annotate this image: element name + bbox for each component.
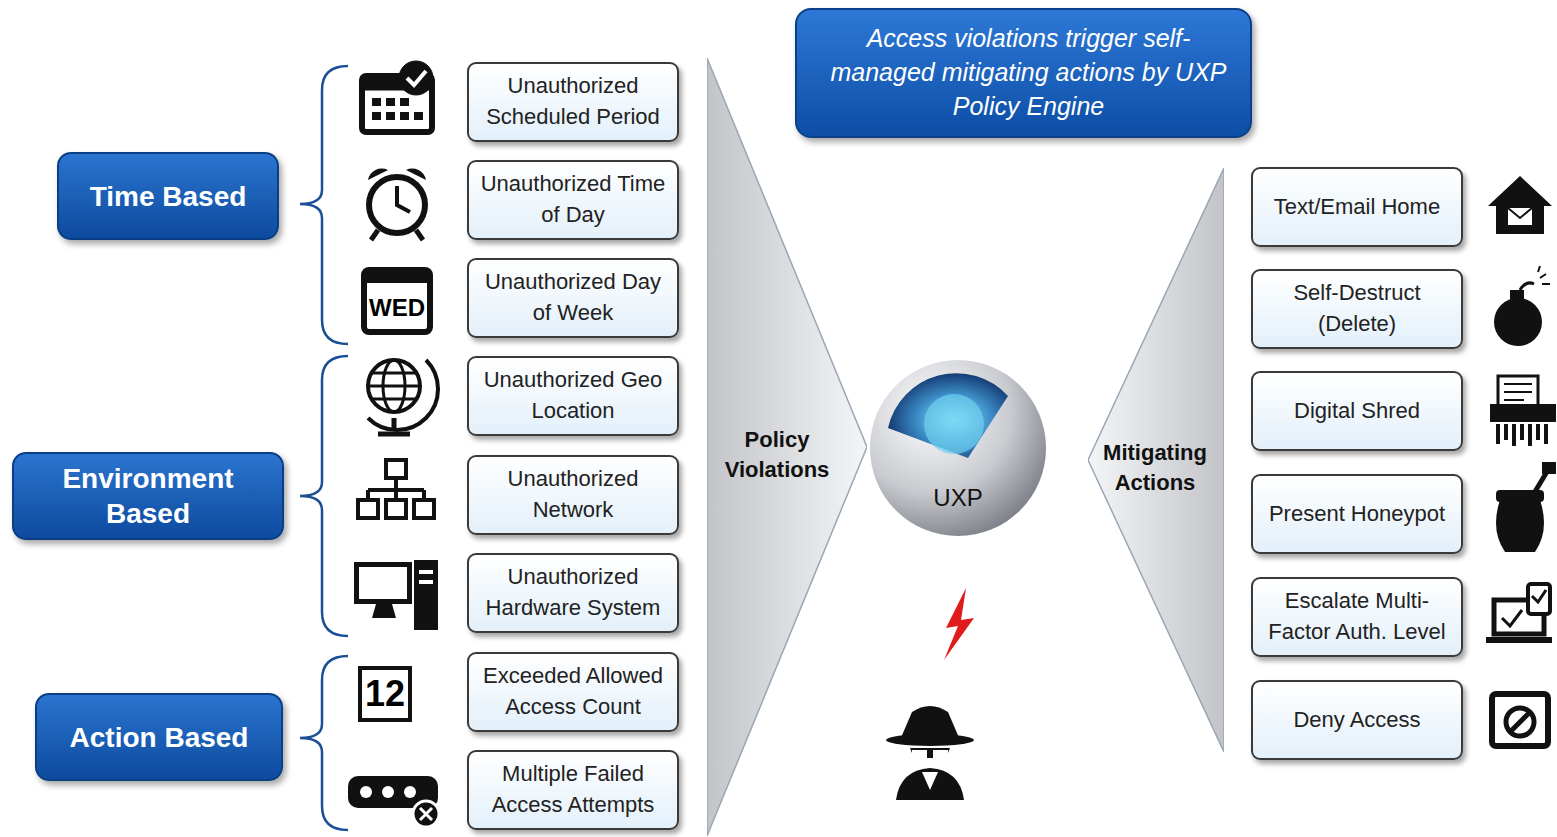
icon-digits: 12 — [362, 668, 408, 720]
category-box: Time Based — [57, 152, 279, 240]
action-box: Escalate Multi-Factor Auth. Level — [1251, 577, 1463, 657]
funnel-shape: Mitigating Actions — [1088, 168, 1224, 752]
action-box: Present Honeypot — [1251, 474, 1463, 554]
icon-day-text: WED — [365, 288, 429, 328]
shape-label: UXP — [918, 482, 998, 514]
box-label: Escalate Multi-Factor Auth. Level — [1261, 586, 1453, 648]
box-label: Environment Based — [24, 461, 272, 531]
brackets — [300, 66, 348, 830]
violation-box: Unauthorized Time of Day — [467, 160, 679, 240]
violation-box: Unauthorized Hardware System — [467, 553, 679, 633]
box-label: Unauthorized Hardware System — [477, 562, 669, 624]
violation-box: Multiple Failed Access Attempts — [467, 750, 679, 830]
box-label: Deny Access — [1293, 705, 1420, 736]
box-label: Digital Shred — [1294, 396, 1420, 427]
violation-box: Unauthorized Scheduled Period — [467, 62, 679, 142]
box-label: Multiple Failed Access Attempts — [477, 759, 669, 821]
core-sphere: UXP — [868, 358, 1048, 538]
violation-box: Exceeded Allowed Access Count — [467, 652, 679, 732]
shape-label: Mitigating Actions — [1092, 438, 1218, 497]
violation-box: Unauthorized Network — [467, 455, 679, 535]
action-box: Digital Shred — [1251, 371, 1463, 451]
box-label: Exceeded Allowed Access Count — [477, 661, 669, 723]
callout-box: Access violations trigger self-managed m… — [795, 8, 1252, 138]
shape-label: Policy Violations — [717, 425, 837, 484]
violation-box: Unauthorized Day of Week — [467, 258, 679, 338]
category-box: Environment Based — [12, 452, 284, 540]
box-label: Unauthorized Day of Week — [477, 267, 669, 329]
action-box: Self-Destruct (Delete) — [1251, 269, 1463, 349]
box-label: Present Honeypot — [1269, 499, 1445, 530]
box-label: Unauthorized Time of Day — [477, 169, 669, 231]
box-label: Unauthorized Scheduled Period — [477, 71, 669, 133]
box-label: Action Based — [70, 720, 249, 755]
box-label: Access violations trigger self-managed m… — [821, 22, 1236, 123]
action-box: Deny Access — [1251, 680, 1463, 760]
box-label: Time Based — [90, 179, 247, 214]
box-label: Unauthorized Geo Location — [477, 365, 669, 427]
funnel-shape: Policy Violations — [707, 58, 867, 836]
action-box: Text/Email Home — [1251, 167, 1463, 247]
box-label: Self-Destruct (Delete) — [1261, 278, 1453, 340]
category-box: Action Based — [35, 693, 283, 781]
violation-box: Unauthorized Geo Location — [467, 356, 679, 436]
box-label: Unauthorized Network — [477, 464, 669, 526]
box-label: Text/Email Home — [1274, 192, 1440, 223]
